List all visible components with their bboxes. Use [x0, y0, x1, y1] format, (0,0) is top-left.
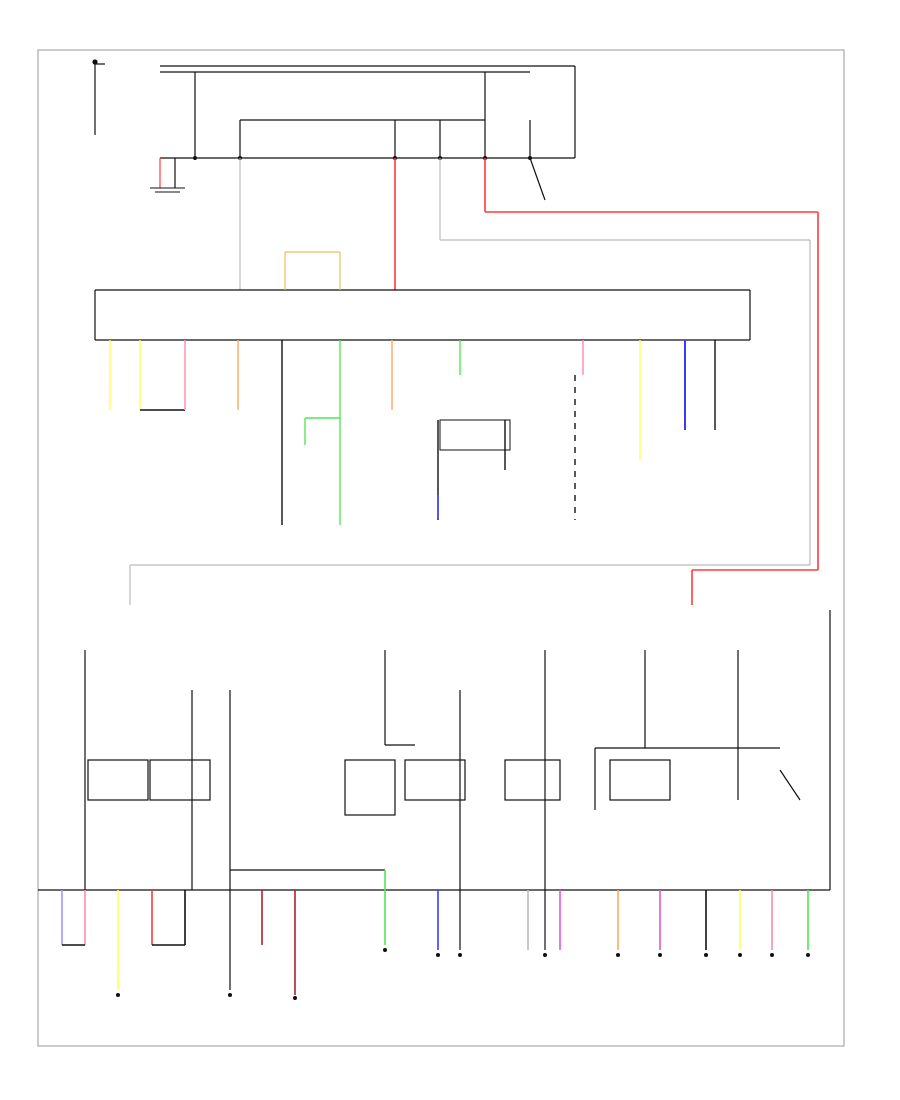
left-feed: [129, 564, 810, 605]
top-drops: [159, 157, 819, 605]
middle-connectors: [439, 419, 511, 451]
relay-boxes: [87, 650, 801, 816]
battery-section: [92, 59, 576, 159]
diagram-frame: [37, 49, 845, 1047]
fuse-panel-middle: [94, 251, 751, 341]
bottom-color-drops: [61, 870, 809, 995]
ground-symbols: [150, 187, 185, 193]
bottom-ground-dots: [116, 948, 810, 1000]
fuse-panel-drops: [109, 340, 716, 525]
bottom-harness: [38, 610, 831, 990]
